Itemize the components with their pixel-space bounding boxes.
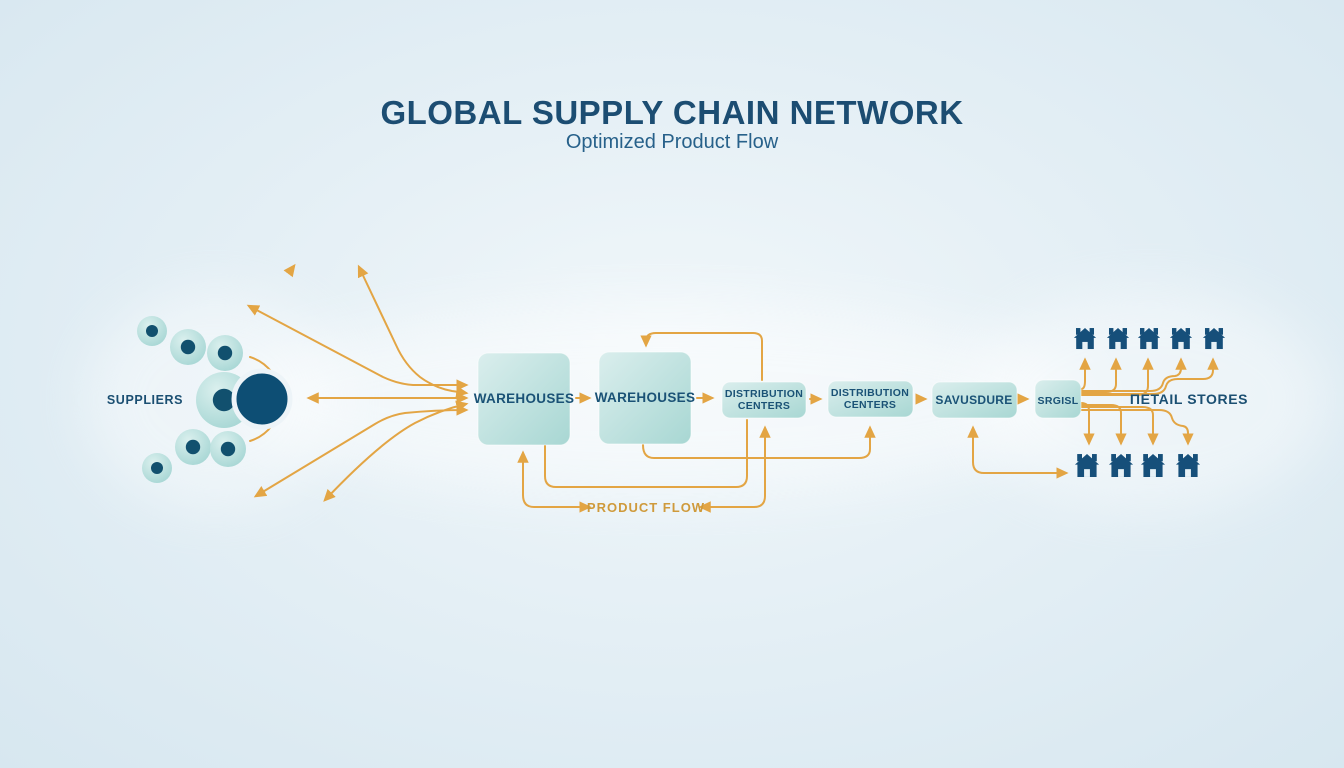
flow-box5-under <box>967 425 1069 479</box>
distribution-2-label-line2: CENTERS <box>844 399 896 411</box>
retail-store-house-icon <box>1175 454 1201 477</box>
flow-return-left <box>517 450 592 513</box>
supplier-circle-dot <box>151 462 163 474</box>
retail-store-house-icon <box>1073 328 1097 350</box>
distribution-1-label-line2: CENTERS <box>738 400 790 412</box>
retail-store-house-icon <box>1137 328 1161 350</box>
node-warehouse-2: WAREHOUSES <box>595 351 696 445</box>
supplier-circle-dot <box>146 325 158 337</box>
retail-store-house-icon <box>1140 454 1166 477</box>
retail-store-house-icon <box>1202 328 1226 350</box>
supplier-circle-dot <box>217 345 233 361</box>
node-box-5: SAVUSDURE <box>931 381 1018 419</box>
suppliers-label: SUPPLIERS <box>107 393 183 407</box>
distribution-2-box <box>827 380 914 418</box>
box-6-rect <box>1034 379 1082 419</box>
flow-store-b4 <box>1080 409 1194 446</box>
flow-return-loop <box>544 419 748 488</box>
flow-lines <box>246 263 1219 513</box>
flow-supplier-upper <box>357 264 469 398</box>
supplier-hub-circle <box>231 368 293 430</box>
retail-store-house-icon <box>1169 328 1193 350</box>
node-distribution-1: DISTRIBUTION CENTERS <box>721 381 807 419</box>
product-flow-label: PRODUCT FLOW <box>587 500 705 515</box>
flow-supplier-lower <box>323 400 469 502</box>
node-warehouse-1: WAREHOUSES <box>474 352 575 446</box>
node-box-6: SRGISL <box>1034 379 1082 419</box>
distribution-1-box <box>721 381 807 419</box>
node-distribution-2: DISTRIBUTION CENTERS <box>827 380 914 418</box>
flow-wh2-dc2-under <box>642 425 876 459</box>
warehouse-2-box <box>598 351 692 445</box>
supplier-circle-dot <box>220 441 236 457</box>
flow-store-t4 <box>1080 357 1187 392</box>
flow-return-right <box>698 425 771 513</box>
supplier-circle-dot <box>212 388 236 412</box>
flow-store-t1 <box>1079 357 1091 390</box>
distribution-2-label-line1: DISTRIBUTION <box>831 387 909 399</box>
warehouse-2-label: WAREHOUSES <box>595 390 696 405</box>
page-title: GLOBAL SUPPLY CHAIN NETWORK <box>380 94 964 131</box>
box-6-label: SRGISL <box>1038 395 1079 407</box>
flow-tiny-arrow <box>283 263 296 278</box>
warehouse-1-box <box>477 352 571 446</box>
flow-store-t5 <box>1080 357 1219 395</box>
distribution-1-label-line1: DISTRIBUTION <box>725 388 803 400</box>
page-subtitle: Optimized Product Flow <box>565 131 779 153</box>
retail-store-house-icon <box>1108 454 1134 477</box>
supplier-circle-dot <box>180 339 196 355</box>
retail-store-house-icon <box>1106 328 1130 350</box>
box-5-label: SAVUSDURE <box>935 393 1012 407</box>
warehouse-1-label: WAREHOUSES <box>474 391 575 406</box>
retail-stores-label: ΠETAIL STORES <box>1130 391 1248 407</box>
retail-store-house-icon <box>1074 454 1100 477</box>
box-5-rect <box>931 381 1018 419</box>
supplier-circle-dot <box>185 439 201 455</box>
flow-top-loop <box>640 332 763 381</box>
